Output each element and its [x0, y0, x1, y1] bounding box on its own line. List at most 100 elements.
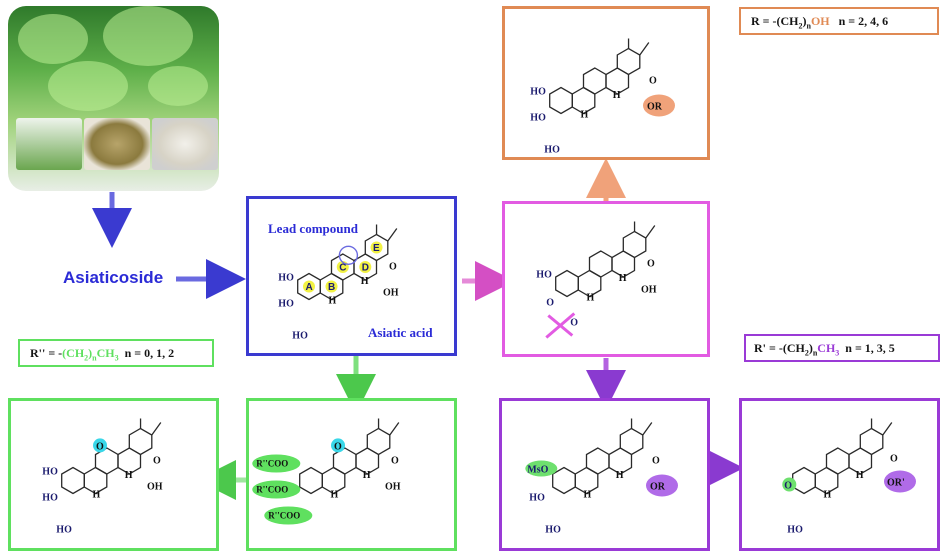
ring-e	[128, 427, 153, 456]
ho-label: HO	[278, 273, 294, 284]
ketone-o-label: O	[334, 441, 342, 452]
ho-label: HO	[787, 525, 803, 536]
oh-label: OH	[641, 285, 657, 296]
acyl-highlight	[264, 506, 313, 525]
o-label: O	[890, 454, 898, 465]
ring-c	[582, 67, 607, 95]
r-green-formula: R'' = -(CH2)nCH3 n = 0, 1, 2	[30, 346, 175, 363]
r-group-highlight	[883, 470, 916, 493]
h-label: H	[581, 110, 589, 121]
h-label: H	[361, 276, 369, 287]
ketone-o-label: O	[96, 441, 104, 452]
h-label: H	[856, 470, 864, 481]
ring-e	[859, 427, 884, 456]
acyl-highlight	[252, 480, 301, 499]
ketone-box	[8, 398, 219, 551]
ho-label: HO	[292, 331, 308, 342]
ring-a-marker	[303, 280, 315, 293]
ring-e	[622, 230, 647, 259]
o-label: O	[649, 76, 657, 87]
or-label: OR	[647, 102, 663, 113]
epoxide-highlight	[782, 477, 797, 492]
r-purple-formula: R' = -(CH2)nCH3 n = 1, 3, 5	[754, 341, 895, 358]
ho-label: HO	[42, 493, 58, 504]
r-group-highlight	[642, 94, 675, 117]
rcoo-label: R''COO	[256, 485, 288, 495]
h-label: H	[616, 470, 624, 481]
h-label: H	[125, 470, 133, 481]
rcoo-label: R''COO	[268, 511, 300, 521]
h-label: H	[584, 490, 592, 501]
ho-label: HO	[530, 113, 546, 124]
ring-b-marker	[325, 280, 338, 293]
ring-a	[299, 466, 323, 495]
ring-b-label: B	[328, 282, 335, 293]
lead-compound-label: Lead compound	[268, 221, 358, 236]
ho-label: HO	[530, 87, 546, 98]
ho-label: HO	[42, 467, 58, 478]
ho-label: HO	[278, 299, 294, 310]
or-prime-label: OR'	[887, 478, 905, 489]
o-label: O	[389, 262, 397, 273]
r-orange-formula: R = -(CH2)nOH n = 2, 4, 6	[751, 14, 889, 31]
o-label: O	[652, 456, 660, 467]
oh-label: OH	[147, 482, 163, 493]
ring-c	[825, 447, 850, 475]
asiaticoside-label: Asiaticoside	[63, 268, 164, 287]
h-label: H	[587, 293, 595, 304]
h-label: H	[619, 273, 627, 284]
h-label: H	[331, 490, 339, 501]
ring-a-label: A	[306, 282, 313, 293]
r-green-formula-box: R'' = -(CH2)nCH3 n = 0, 1, 2	[18, 339, 214, 367]
ring-d-label: D	[362, 263, 369, 274]
acetonide-mark	[545, 312, 576, 339]
acylated-box	[246, 398, 457, 551]
r-orange-formula-box: R = -(CH2)nOH n = 2, 4, 6	[739, 7, 939, 35]
h-label: H	[824, 490, 832, 501]
rcoo-label: R''COO	[256, 459, 288, 469]
o-label: O	[391, 456, 399, 467]
acyl-highlight	[252, 454, 301, 473]
ring-a	[61, 466, 85, 495]
orange-ester-structure: H H OR O HO HO HO	[530, 38, 675, 156]
ring-e-label: E	[373, 243, 380, 254]
ho-label: HO	[545, 525, 561, 536]
r-group-highlight	[645, 474, 678, 497]
fresh-plant-thumbnail	[16, 118, 82, 170]
dried-herb-thumbnail	[84, 118, 150, 170]
mso-label: MsO	[527, 465, 548, 476]
o-label: O	[153, 456, 161, 467]
ring-e	[619, 427, 644, 456]
ho-label: HO	[529, 493, 545, 504]
ho-label: HO	[544, 145, 560, 156]
o-epoxide-label: O	[784, 481, 792, 492]
c12-marker-circle	[338, 245, 359, 265]
o-label: O	[546, 298, 554, 309]
r-purple-formula-box: R' = -(CH2)nCH3 n = 1, 3, 5	[744, 334, 940, 362]
epoxide-structure: H H OR' O O HO	[782, 418, 916, 536]
h-label: H	[613, 90, 621, 101]
ring-c	[585, 447, 610, 475]
oh-label: OH	[385, 482, 401, 493]
ring-a	[792, 466, 816, 495]
ring-e-marker	[370, 241, 383, 254]
ring-c-label: C	[339, 263, 346, 274]
ring-e	[366, 427, 391, 456]
lead-compound-box	[246, 196, 457, 356]
mso-highlight	[525, 460, 558, 477]
ketone-highlight	[93, 438, 108, 453]
ring-a	[555, 269, 579, 298]
ho-label: HO	[56, 525, 72, 536]
ring-a	[549, 86, 573, 115]
ho-label: HO	[536, 270, 552, 281]
ring-c	[588, 250, 613, 278]
centella-plant-photo	[8, 6, 219, 191]
o-label: O	[647, 259, 655, 270]
acetonide-box	[502, 201, 710, 357]
ring-d-marker	[359, 261, 372, 273]
acylated-structure: H H O OH R''COO R''COO R''COO O	[252, 418, 401, 525]
h-label: H	[363, 470, 371, 481]
